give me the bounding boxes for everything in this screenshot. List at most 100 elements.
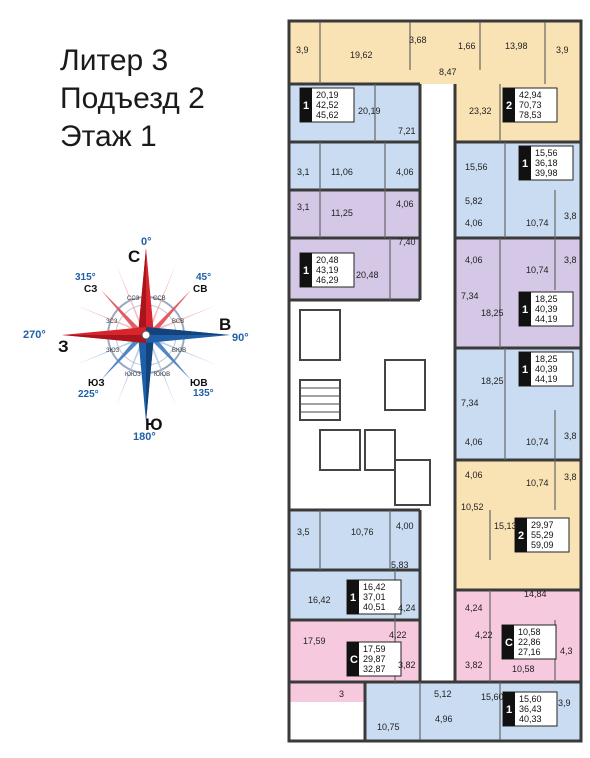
zsz-label: ЗСЗ bbox=[106, 319, 118, 325]
area-label: 4,06 bbox=[465, 255, 483, 265]
area-label: 3,1 bbox=[297, 167, 310, 177]
area-label: 7,34 bbox=[461, 291, 479, 301]
deg-270-label: 270° bbox=[23, 329, 46, 341]
area-label: 3,82 bbox=[398, 660, 416, 670]
building-core bbox=[299, 309, 431, 506]
area-label: 4,06 bbox=[465, 470, 483, 480]
compass-ring-labels: ССЗ ССВ ВСВ ВЮВ ЮЮВ ЮЮЗ ЗЮЗ ЗСЗ bbox=[106, 296, 186, 378]
badge-rooms: 1 bbox=[303, 100, 309, 112]
area-label: 3,8 bbox=[564, 255, 577, 265]
area-label: 20,19 bbox=[358, 106, 381, 116]
apt-top-yellow-fill bbox=[290, 22, 580, 84]
area-label: 4,00 bbox=[396, 521, 414, 531]
badge-area: 59,09 bbox=[531, 540, 554, 550]
badge-area: 20,19 bbox=[316, 90, 339, 100]
area-label: 10,52 bbox=[461, 502, 484, 512]
badge-room-block bbox=[347, 642, 359, 676]
badge-area: 36,43 bbox=[519, 704, 542, 714]
deg-225-label: 225° bbox=[78, 389, 99, 400]
apt-left-3a-fill bbox=[290, 190, 420, 238]
badge-area: 37,01 bbox=[363, 592, 386, 602]
area-label: 3,5 bbox=[297, 527, 310, 537]
badge-area: 22,86 bbox=[518, 637, 541, 647]
area-label: 4,3 bbox=[560, 646, 573, 656]
entrance-label: Подъезд 2 bbox=[60, 82, 205, 115]
apt-right-3b-fill bbox=[455, 398, 580, 460]
badge-area: 39,98 bbox=[535, 168, 558, 178]
apt-right-1b-fill bbox=[455, 190, 580, 238]
badge-room-block bbox=[503, 692, 515, 726]
balcony-bottom-left-fill bbox=[290, 682, 365, 702]
compass-degree-labels: 0° 45° 90° 135° 180° 225° 270° 315° bbox=[23, 236, 249, 443]
badge-rooms: 1 bbox=[522, 158, 528, 170]
badge-area: 18,25 bbox=[535, 354, 558, 364]
badge-area: 29,87 bbox=[363, 654, 386, 664]
badge-area: 42,94 bbox=[519, 90, 542, 100]
badge-room-block bbox=[519, 292, 531, 326]
apt-left-2-fill bbox=[290, 142, 420, 190]
area-label: 3,82 bbox=[465, 660, 483, 670]
badge-rooms: 2 bbox=[506, 100, 512, 112]
area-label: 3,8 bbox=[564, 472, 577, 482]
area-label: 4,24 bbox=[465, 603, 483, 613]
deg-180-label: 180° bbox=[133, 431, 156, 443]
core-room-2 bbox=[394, 459, 431, 506]
area-label: 14,84 bbox=[524, 589, 547, 599]
badge-area: 42,52 bbox=[316, 100, 339, 110]
badge-area: 40,39 bbox=[535, 364, 558, 374]
badge-rooms: 1 bbox=[522, 304, 528, 316]
yuyuz-label: ЮЮЗ bbox=[125, 372, 141, 378]
badge-area: 15,60 bbox=[519, 694, 542, 704]
badge-area: 16,42 bbox=[363, 582, 386, 592]
badge-rooms: 1 bbox=[506, 704, 512, 716]
compass-cardinal-labels: С Ю В З СЗ СВ ЮЗ ЮВ bbox=[58, 247, 231, 434]
badge-area: 43,19 bbox=[316, 265, 339, 275]
badge-area: 70,73 bbox=[519, 100, 542, 110]
area-label: 4,22 bbox=[475, 630, 493, 640]
badge-room-block bbox=[502, 625, 514, 659]
badge-area: 78,53 bbox=[519, 110, 542, 120]
area-label: 23,32 bbox=[469, 106, 492, 116]
elevator-1 bbox=[319, 429, 361, 471]
building-label: Литер 3 bbox=[60, 44, 169, 77]
badge-area: 15,56 bbox=[535, 148, 558, 158]
badge-rooms: C bbox=[505, 637, 513, 649]
badge-room-block bbox=[300, 88, 312, 122]
badge-rooms: C bbox=[350, 654, 358, 666]
area-label: 19,62 bbox=[350, 50, 373, 60]
apt-right-2-fill bbox=[455, 238, 580, 290]
southeast-label: ЮВ bbox=[190, 378, 208, 389]
deg-0-label: 0° bbox=[141, 236, 152, 248]
area-label: 4,96 bbox=[435, 714, 453, 724]
badge-room-block bbox=[300, 253, 312, 287]
area-label: 7,34 bbox=[461, 398, 479, 408]
area-label: 17,59 bbox=[303, 636, 326, 646]
header: Литер 3 Подъезд 2 Этаж 1 bbox=[60, 42, 205, 156]
compass-rose: С Ю В З СЗ СВ ЮЗ ЮВ 0° 45° 90° 135° 180°… bbox=[23, 236, 249, 443]
badge-area: 40,51 bbox=[363, 602, 386, 612]
area-labels: 3,9 19,62 3,68 1,66 13,98 3,9 8,47 20,19… bbox=[296, 35, 577, 732]
northwest-label: СЗ bbox=[84, 284, 97, 295]
vsv-label: ВСВ bbox=[172, 319, 184, 325]
badge-area: 44,19 bbox=[535, 374, 558, 384]
northeast-label: СВ bbox=[193, 284, 207, 295]
area-label: 4,06 bbox=[465, 437, 483, 447]
west-label: З bbox=[58, 337, 69, 356]
area-label: 20,48 bbox=[356, 270, 379, 280]
badge-rooms: 1 bbox=[522, 364, 528, 376]
south-label: Ю bbox=[145, 415, 163, 434]
area-label: 3,1 bbox=[297, 202, 310, 212]
east-label: В bbox=[219, 315, 231, 334]
area-label: 10,58 bbox=[512, 664, 535, 674]
deg-315-label: 315° bbox=[75, 272, 96, 283]
badge-area: 55,29 bbox=[531, 530, 554, 540]
ssv-label: ССВ bbox=[153, 296, 166, 302]
badge-area: 32,87 bbox=[363, 664, 386, 674]
floor-label: Этаж 1 bbox=[60, 120, 157, 153]
